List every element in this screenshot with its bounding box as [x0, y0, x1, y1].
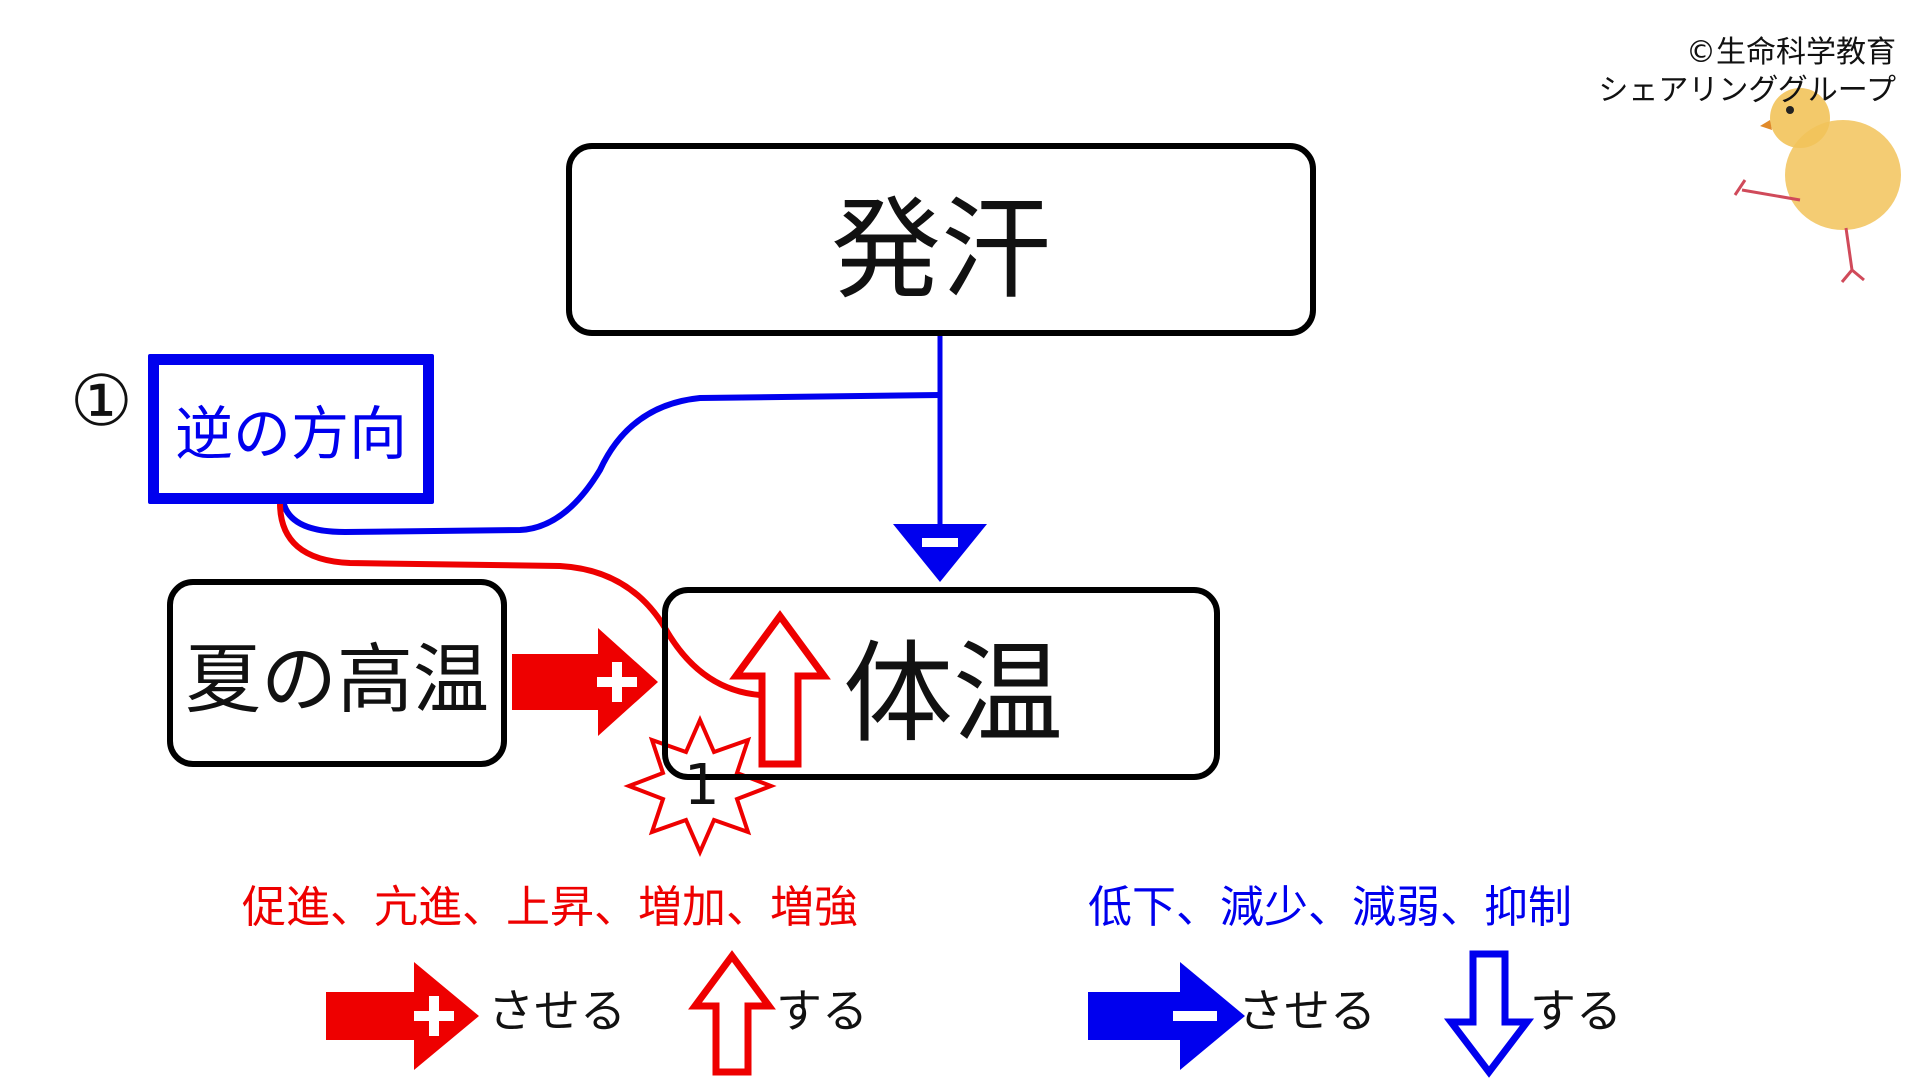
up-hollow-arrow-icon — [729, 610, 831, 768]
legend-self-increase-label: する — [776, 984, 868, 1038]
legend-up-hollow-arrow-icon — [688, 950, 776, 1076]
legend-minus-arrow-icon — [1088, 962, 1245, 1070]
legend-cause-increase-label: させる — [488, 984, 626, 1038]
node-sweating-label: 発汗 — [831, 185, 1051, 314]
legend-cause-decrease-label: させる — [1238, 984, 1376, 1038]
node-summer-heat: 夏の高温 — [167, 579, 507, 767]
event-badge-number: 1 — [684, 753, 720, 818]
minus-triangle-icon — [893, 524, 987, 582]
node-sweating: 発汗 — [566, 143, 1316, 336]
credit-line-2: シェアリンググループ — [1598, 72, 1896, 108]
reverse-blue-curve — [280, 392, 941, 536]
node-body-temperature: 体温 — [662, 587, 1220, 780]
legend-self-decrease-label: する — [1530, 984, 1622, 1038]
legend-down-hollow-arrow-icon — [1443, 950, 1535, 1078]
annotation-circled-number: ① — [70, 360, 133, 442]
plus-arrow-icon — [512, 628, 658, 736]
reverse-red-curve — [277, 502, 761, 698]
legend-plus-arrow-icon — [326, 962, 479, 1070]
node-body-temperature-label: 体温 — [843, 629, 1063, 758]
node-reverse-direction: 逆の方向 — [148, 354, 434, 504]
node-summer-heat-label: 夏の高温 — [185, 635, 489, 724]
credit-line-1: ©生命科学教育 — [1686, 35, 1896, 70]
chick-illustration — [1733, 88, 1901, 283]
credit: ©生命科学教育 シェアリンググループ — [1598, 34, 1896, 109]
legend-decrease-terms: 低下、減少、減弱、抑制 — [1088, 882, 1572, 933]
legend-increase-terms: 促進、亢進、上昇、増加、増強 — [242, 882, 858, 933]
node-reverse-direction-label: 逆の方向 — [174, 400, 407, 468]
